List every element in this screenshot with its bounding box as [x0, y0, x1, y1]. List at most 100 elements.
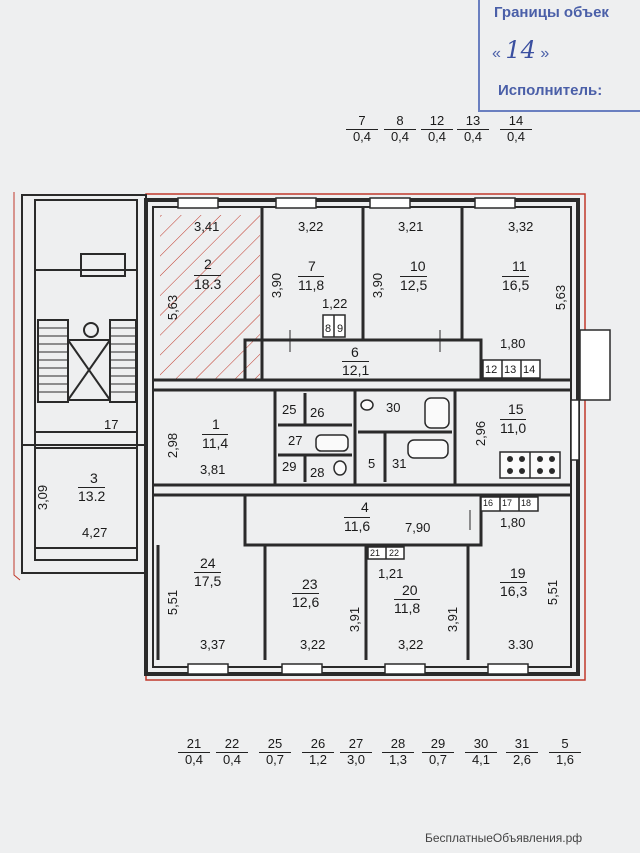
closet-8-label: 8	[325, 323, 332, 335]
stamp-executor: Исполнитель:	[498, 82, 603, 99]
room-31-label: 31	[392, 456, 407, 471]
closet-9-label: 9	[337, 323, 344, 335]
room-3-area: 13.2	[78, 487, 106, 504]
room-15-height: 2,96	[473, 420, 489, 447]
room-24-number: 24	[200, 555, 216, 571]
closet-12-label: 12	[485, 364, 498, 376]
fixtures	[315, 397, 561, 479]
room-3-number: 3	[90, 470, 98, 486]
room-23-area: 12,6	[292, 593, 320, 610]
room-2-height: 5,63	[165, 294, 181, 321]
dim-1-80-top: 1,80	[500, 336, 526, 351]
room-23-width: 3,22	[300, 637, 326, 652]
room-7-height: 3,90	[269, 272, 285, 299]
room-24-height: 5,51	[165, 589, 181, 616]
boundary-line-left	[13, 192, 21, 581]
room-6-number: 6	[351, 344, 359, 360]
room-3-height: 3,09	[35, 484, 51, 511]
stamp-title: Границы объек	[494, 4, 609, 21]
room-24-width: 3,37	[200, 637, 226, 652]
stair-block	[21, 194, 147, 574]
room-1-height: 2,98	[165, 432, 181, 459]
room-20-number: 20	[402, 582, 418, 598]
room-20-width: 3,22	[398, 637, 424, 652]
room-28-label: 28	[310, 465, 325, 480]
room-26-label: 26	[310, 405, 325, 420]
room-17-label: 17	[104, 417, 119, 432]
stamp-number-suffix: »	[540, 45, 550, 62]
room-4-area: 11,6	[344, 517, 371, 534]
room-7-area: 11,8	[298, 276, 325, 293]
closet-18-label: 18	[521, 498, 532, 508]
dim-ticks	[244, 330, 471, 530]
room-2-hatch	[160, 215, 260, 380]
stair-treads	[38, 327, 136, 393]
dim-1-22: 1,22	[322, 296, 348, 311]
stamp-number: « 14 »	[492, 36, 549, 64]
room-11-area: 16,5	[502, 276, 530, 293]
stove-burners	[507, 456, 555, 474]
room-19-number: 19	[510, 565, 526, 581]
watermark: БесплатныеОбъявления.рф	[425, 831, 583, 845]
room-1-area: 11,4	[202, 434, 229, 451]
room-2-area: 18.3	[194, 275, 222, 292]
room-10-height: 3,90	[370, 272, 386, 299]
room-23-number: 23	[302, 576, 318, 592]
room-1-width: 3,81	[200, 462, 226, 477]
room-27-label: 27	[288, 433, 303, 448]
room-30-label: 30	[386, 400, 401, 415]
room-15-area: 11,0	[500, 419, 527, 436]
interior-walls	[153, 207, 571, 660]
room-10-width: 3,21	[398, 219, 424, 234]
stamp-number-prefix: «	[492, 45, 501, 62]
closet-17-label: 17	[502, 498, 513, 508]
room-10-number: 10	[410, 258, 426, 274]
room-10-area: 12,5	[400, 276, 428, 293]
room-24-area: 17,5	[194, 572, 222, 589]
room-2-number: 2	[204, 256, 212, 272]
boundary-stamp: Границы объек « 14 » Исполнитель:	[478, 0, 640, 112]
room-4-number: 4	[361, 499, 369, 515]
room-19-height: 5,51	[545, 579, 561, 606]
dim-1-80-bottom: 1,80	[500, 515, 526, 530]
room-5-label: 5	[368, 456, 376, 471]
room-20-area: 11,8	[394, 599, 421, 616]
room-4-width: 7,90	[405, 520, 431, 535]
room-11-height: 5,63	[553, 284, 569, 311]
closet-22-label: 22	[389, 548, 400, 558]
room-25-label: 25	[282, 402, 297, 417]
room-6-area: 12,1	[342, 361, 370, 378]
room-11-number: 11	[512, 258, 527, 274]
room-7-width: 3,22	[298, 219, 324, 234]
room-1-number: 1	[212, 416, 220, 432]
room-15-number: 15	[508, 401, 524, 417]
room-11-width: 3,32	[508, 219, 534, 234]
room-19-width: 3.30	[508, 637, 534, 652]
room-2-width: 3,41	[194, 219, 220, 234]
windows	[177, 197, 611, 675]
closet-16-label: 16	[483, 498, 494, 508]
dim-1-21: 1,21	[378, 566, 404, 581]
room-20-height: 3,91	[445, 606, 461, 633]
closets	[322, 314, 541, 560]
closet-21-label: 21	[370, 548, 381, 558]
closet-13-label: 13	[504, 364, 517, 376]
stamp-number-handwritten: 14	[505, 36, 536, 64]
room-29-label: 29	[282, 459, 297, 474]
room-3-width: 4,27	[82, 525, 108, 540]
